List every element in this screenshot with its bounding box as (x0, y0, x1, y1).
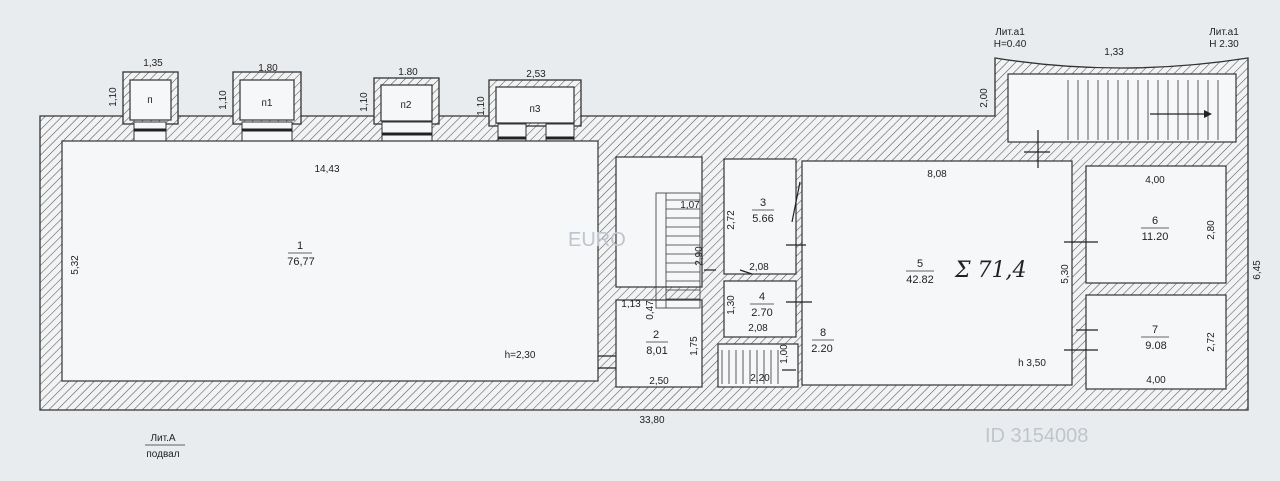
dim-r4-width: 2,08 (748, 323, 768, 334)
dim-n-width: 1,35 (143, 58, 163, 69)
dim-total-width: 33,80 (639, 415, 664, 426)
litera-a1-left: Лит.а1 (995, 27, 1025, 38)
stair-well (615, 156, 703, 288)
room4-area: 2.70 (751, 307, 772, 319)
height-a1-right: Н 2.30 (1209, 39, 1239, 50)
dim-stair-width: 1,07 (680, 200, 700, 211)
room5-area: 42.82 (906, 274, 934, 286)
door-marks (598, 130, 1098, 371)
dim-r8-width: 2,20 (750, 373, 770, 384)
room-8 (717, 343, 799, 388)
dim-r8-height: 1,00 (779, 344, 790, 364)
room6-area: 11.20 (1142, 231, 1169, 243)
floor-label: подвал (146, 449, 179, 460)
dim-ext-width: 1,33 (1104, 47, 1124, 58)
room-7 (1085, 294, 1227, 390)
niche-n3 (495, 86, 575, 124)
room1-area: 76,77 (287, 256, 315, 268)
entrance-annex (1007, 73, 1237, 143)
dim-n2-width: 1.80 (398, 67, 418, 78)
room-3 (723, 158, 797, 275)
room3-number: 3 (760, 197, 766, 209)
room-2 (615, 299, 703, 388)
litera-a-label: Лит.А (150, 433, 175, 444)
stair-treads (666, 199, 700, 300)
dim-r2-height: 1,75 (689, 336, 700, 356)
height-a1-left: Н=0.40 (994, 39, 1027, 50)
handwritten-sum: Σ 71,4 (954, 258, 1027, 283)
dim-r5-height: 5,30 (1060, 264, 1071, 284)
room7-area: 9.08 (1145, 340, 1166, 352)
arrow-head (1204, 110, 1212, 118)
room-6 (1085, 165, 1227, 284)
entrance-stair-treads (1067, 80, 1219, 140)
dim-right-height: 6,45 (1252, 260, 1263, 280)
room-5 (801, 160, 1073, 386)
dim-room1-width: 14,43 (314, 164, 339, 175)
stair-flight (655, 192, 701, 309)
dim-r2-d2: 0,47 (645, 300, 656, 320)
dim-n2-height: 1,10 (359, 92, 370, 112)
dim-r2-width: 2,50 (649, 376, 669, 387)
dim-n-height: 1,10 (108, 87, 119, 107)
small-stair-treads (721, 350, 779, 384)
dim-r4-height: 1,30 (726, 295, 737, 315)
room-4 (723, 280, 797, 338)
room3-area: 5.66 (752, 213, 773, 225)
niche-n1-label: п1 (262, 98, 273, 109)
dim-r3-width: 2,08 (749, 262, 769, 273)
dim-r6-width: 4,00 (1145, 175, 1165, 186)
room1-height: h=2,30 (505, 350, 536, 361)
niche-n2 (380, 84, 433, 122)
dim-n1-height: 1,10 (218, 90, 229, 110)
room-1 (61, 140, 599, 382)
niche-n3-label: п3 (530, 104, 541, 115)
room2-number: 2 (653, 329, 659, 341)
litera-a1-right: Лит.а1 (1209, 27, 1239, 38)
room7-number: 7 (1152, 324, 1158, 336)
niche-n (129, 79, 172, 121)
room4-number: 4 (759, 291, 765, 303)
dim-stair-height: 2,90 (694, 246, 705, 266)
dim-r7-height: 2,72 (1206, 332, 1217, 352)
dim-r3-height: 2,72 (726, 210, 737, 230)
dim-ext-height: 2,00 (979, 88, 990, 108)
room8-area: 2.20 (811, 343, 832, 355)
dim-n3-height: 1,10 (476, 96, 487, 116)
dim-room1-height: 5,32 (70, 255, 81, 275)
dim-r2-d1: 1,13 (621, 299, 641, 310)
room5-height: h 3,50 (1018, 358, 1046, 369)
room2-area: 8,01 (646, 345, 667, 357)
dim-r5-width: 8,08 (927, 169, 947, 180)
room1-number: 1 (297, 240, 303, 252)
watermark-left: EURO (568, 229, 626, 251)
dim-n1-width: 1.80 (258, 63, 278, 74)
room5-number: 5 (917, 258, 923, 270)
room8-number: 8 (820, 327, 826, 339)
watermark-id: ID 3154008 (985, 425, 1088, 447)
niche-n-label: п (147, 95, 152, 106)
dim-r6-height: 2,80 (1206, 220, 1217, 240)
niche-n1 (239, 79, 295, 121)
dim-n3-width: 2,53 (526, 69, 546, 80)
niche-n2-label: п2 (401, 100, 412, 111)
room6-number: 6 (1152, 215, 1158, 227)
dim-r7-width: 4,00 (1146, 375, 1166, 386)
